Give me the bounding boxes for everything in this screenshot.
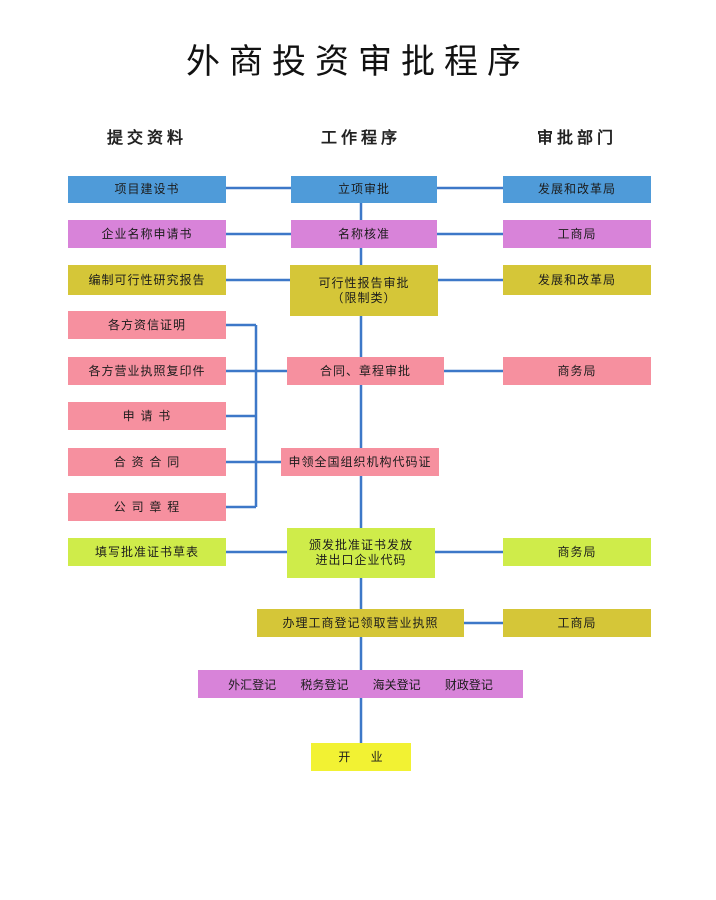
step-certificate: 颁发批准证书发放 进出口企业代码 [287, 528, 435, 578]
doc-approval-form: 填写批准证书草表 [68, 538, 226, 566]
registration-customs: 海关登记 [372, 677, 421, 692]
step-project-approval: 立项审批 [291, 176, 437, 203]
step-registrations: 外汇登记 税务登记 海关登记 财政登记 [198, 670, 523, 698]
step-contract-approval: 合同、章程审批 [287, 357, 444, 385]
registration-finance: 财政登记 [444, 677, 493, 692]
step-org-code: 申领全国组织机构代码证 [281, 448, 439, 476]
dept-aic-1: 工商局 [503, 220, 651, 248]
doc-project-proposal: 项目建设书 [68, 176, 226, 203]
dept-commerce-1: 商务局 [503, 357, 651, 385]
step-name-check: 名称核准 [291, 220, 437, 248]
registration-forex: 外汇登记 [228, 677, 277, 692]
doc-articles: 公 司 章 程 [68, 493, 226, 521]
doc-name-application: 企业名称申请书 [68, 220, 226, 248]
page-title: 外商投资审批程序 [186, 42, 530, 82]
column-header-submit: 提交资料 [106, 128, 187, 147]
column-header-approval: 审批部门 [536, 128, 617, 147]
registration-tax: 税务登记 [300, 677, 349, 692]
doc-credit-proof: 各方资信证明 [68, 311, 226, 339]
doc-license-copy: 各方营业执照复印件 [68, 357, 226, 385]
dept-ndrc-2: 发展和改革局 [503, 265, 651, 295]
dept-ndrc-1: 发展和改革局 [503, 176, 651, 203]
dept-commerce-2: 商务局 [503, 538, 651, 566]
step-feasibility-approval: 可行性报告审批 （限制类） [290, 265, 438, 316]
dept-aic-2: 工商局 [503, 609, 651, 637]
doc-jv-contract: 合 资 合 同 [68, 448, 226, 476]
step-open-business: 开 业 [311, 743, 411, 771]
doc-application: 申 请 书 [68, 402, 226, 430]
step-business-license: 办理工商登记领取营业执照 [257, 609, 464, 637]
doc-feasibility-report: 编制可行性研究报告 [68, 265, 226, 295]
column-header-procedure: 工作程序 [320, 128, 401, 147]
